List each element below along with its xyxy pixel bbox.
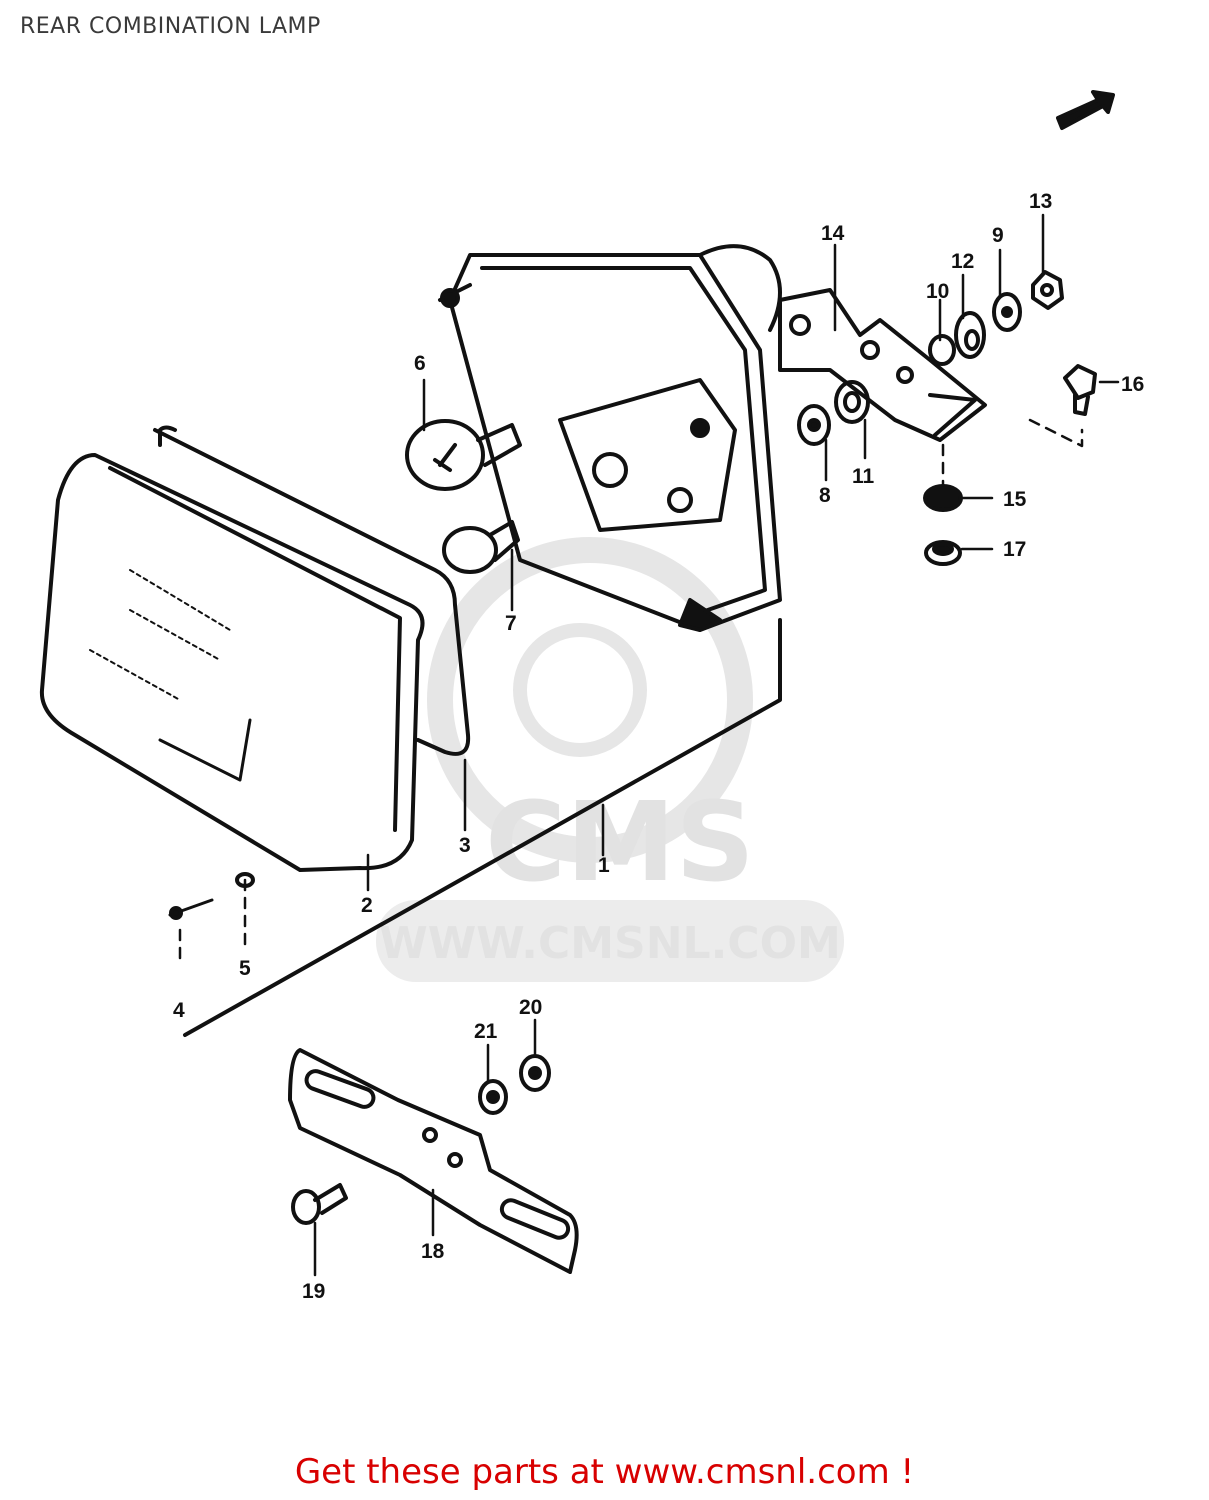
callout-10: 10 (926, 280, 949, 303)
callout-12: 12 (951, 250, 974, 273)
washer-9 (992, 292, 1022, 332)
front-arrow-icon (1056, 90, 1115, 130)
screw-4 (168, 898, 214, 920)
bulb-7 (442, 520, 520, 574)
callout-2: 2 (361, 894, 373, 917)
washer-8 (797, 404, 831, 446)
leader-lines (313, 213, 1120, 1277)
mounting-bracket (778, 288, 987, 442)
callout-14: 14 (821, 222, 845, 245)
lens-gasket (153, 425, 471, 756)
bulb-6 (405, 419, 522, 491)
watermark-site: WWW.CMSNL.COM (379, 918, 841, 969)
cms-watermark: CMS WWW.CMSNL.COM (376, 537, 844, 982)
callout-5: 5 (239, 957, 251, 980)
housing-base-outline (183, 618, 782, 1037)
assembly-lines (178, 418, 1084, 962)
callout-20: 20 (519, 996, 542, 1019)
callout-1: 1 (598, 854, 610, 877)
callout-21: 21 (474, 1020, 498, 1043)
grommet-11 (834, 380, 870, 424)
callout-13: 13 (1029, 190, 1052, 213)
grommet-17 (924, 540, 962, 566)
bolt-16 (1063, 364, 1097, 416)
callout-3: 3 (459, 834, 471, 857)
callout-4: 4 (173, 999, 185, 1022)
lamp-housing (438, 244, 782, 632)
nut-15 (923, 484, 963, 512)
callout-6: 6 (414, 352, 426, 375)
lamp-lens (39, 453, 425, 872)
callout-15: 15 (1003, 488, 1027, 511)
callout-8: 8 (819, 484, 831, 507)
callout-19: 19 (302, 1280, 325, 1303)
nut-13 (1031, 270, 1064, 310)
nut-20 (519, 1054, 551, 1092)
callout-9: 9 (992, 224, 1004, 247)
washer-21 (478, 1079, 508, 1115)
screw-5 (235, 872, 255, 888)
footer-banner: Get these parts at www.cmsnl.com ! (0, 1452, 1209, 1492)
callout-labels: 1 2 3 4 5 6 7 8 9 10 11 12 13 14 15 16 1… (173, 190, 1144, 1303)
diagram-title: REAR COMBINATION LAMP (20, 14, 321, 39)
callout-17: 17 (1003, 538, 1026, 561)
grommet-12 (954, 311, 986, 359)
collar-10 (928, 334, 956, 366)
callout-7: 7 (505, 612, 517, 635)
bolt-19 (291, 1183, 348, 1225)
callout-18: 18 (421, 1240, 445, 1263)
callout-16: 16 (1121, 373, 1144, 396)
footer-link[interactable]: Get these parts at www.cmsnl.com ! (294, 1452, 915, 1492)
license-bracket (288, 1048, 579, 1274)
callout-11: 11 (852, 465, 875, 488)
